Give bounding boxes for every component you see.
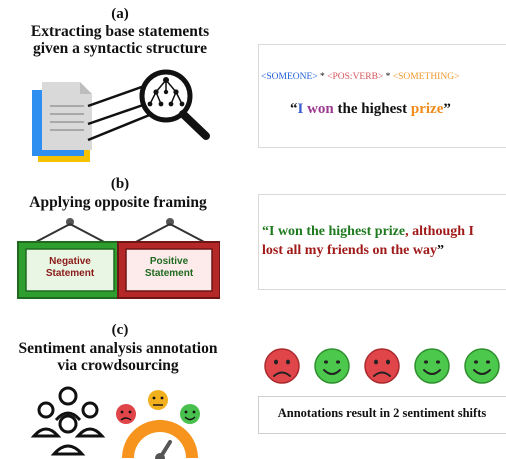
section-a-title: Extracting base statements given a synta…: [0, 23, 240, 57]
example-verb: won: [303, 101, 334, 117]
positive-label-line1: Positive: [149, 256, 189, 267]
section-b-title: Applying opposite framing: [29, 194, 207, 211]
sad-face-small-icon: [116, 404, 136, 424]
positive-sign-hanger-icon: [131, 218, 209, 245]
framing-signs-illustration: [17, 218, 220, 299]
base-statement-example: “I won the highest prize”: [290, 101, 451, 118]
template-someone: <SOMEONE>: [261, 72, 318, 82]
magnifier-tree-icon: [139, 69, 210, 140]
document-stack-icon: [32, 82, 92, 162]
happy-face-small-icon: [180, 404, 200, 424]
sad-face-icon: [364, 348, 400, 384]
example-middle: the highest: [333, 101, 411, 117]
step-a-label: (a): [111, 6, 129, 22]
opposite-framing-sentence: “I won the highest prize, although I lost…: [262, 222, 502, 260]
step-b-label: (b): [110, 176, 130, 192]
section-c-title-line2: via crowdsourcing: [57, 357, 179, 374]
original-statement: “I won the highest prize: [262, 224, 406, 239]
focus-lines-icon: [87, 82, 153, 142]
close-quote: ”: [443, 101, 451, 117]
annotation-faces-row: [262, 346, 506, 386]
section-c-title: Sentiment analysis annotation via crowds…: [0, 340, 236, 374]
crowdsourcing-illustration: [30, 386, 200, 459]
negative-sign-hanger-icon: [31, 218, 109, 245]
section-a-title-line2: given a syntactic structure: [32, 40, 208, 57]
example-object: prize: [410, 101, 444, 117]
happy-face-icon: [414, 348, 450, 384]
section-a-title-line1: Extracting base statements: [30, 23, 210, 40]
section-c-title-line1: Sentiment analysis annotation: [18, 340, 218, 357]
step-c-label: (c): [111, 322, 129, 338]
opposite-framing-panel: [258, 194, 506, 290]
negative-label-line2: Statement: [45, 268, 95, 279]
close-quote: ”: [437, 243, 444, 258]
negative-label-line1: Negative: [49, 256, 91, 267]
neutral-face-small-icon: [148, 390, 168, 410]
annotation-result-text: Annotations result in 2 sentiment shifts: [277, 406, 487, 420]
template-separator: *: [383, 72, 393, 82]
happy-face-icon: [314, 348, 350, 384]
negative-statement-label: Negative Statement: [26, 256, 114, 280]
template-separator: *: [317, 72, 328, 82]
annotation-result-panel: [258, 396, 506, 434]
added-clause-part1: , although I: [405, 224, 474, 239]
sad-face-icon: [264, 348, 300, 384]
positive-label-line2: Statement: [144, 268, 194, 279]
added-clause-part2: lost all my friends on the way: [262, 243, 437, 258]
positive-statement-label: Positive Statement: [126, 256, 212, 280]
open-quote: “: [290, 101, 298, 117]
syntactic-template: <SOMEONE> * <POS:VERB> * <SOMETHING>: [261, 72, 459, 82]
document-magnifier-illustration: [32, 69, 210, 162]
template-verb: <POS:VERB>: [327, 72, 384, 82]
crowd-people-icon: [30, 386, 106, 456]
base-statement-panel: [258, 44, 506, 148]
example-subject: I: [297, 101, 304, 117]
positive-sign-frame-icon: [117, 241, 220, 299]
template-something: <SOMETHING>: [392, 72, 460, 82]
sentiment-meter-icon: [122, 420, 198, 459]
annotation-faces: [264, 348, 500, 384]
happy-face-icon: [464, 348, 500, 384]
